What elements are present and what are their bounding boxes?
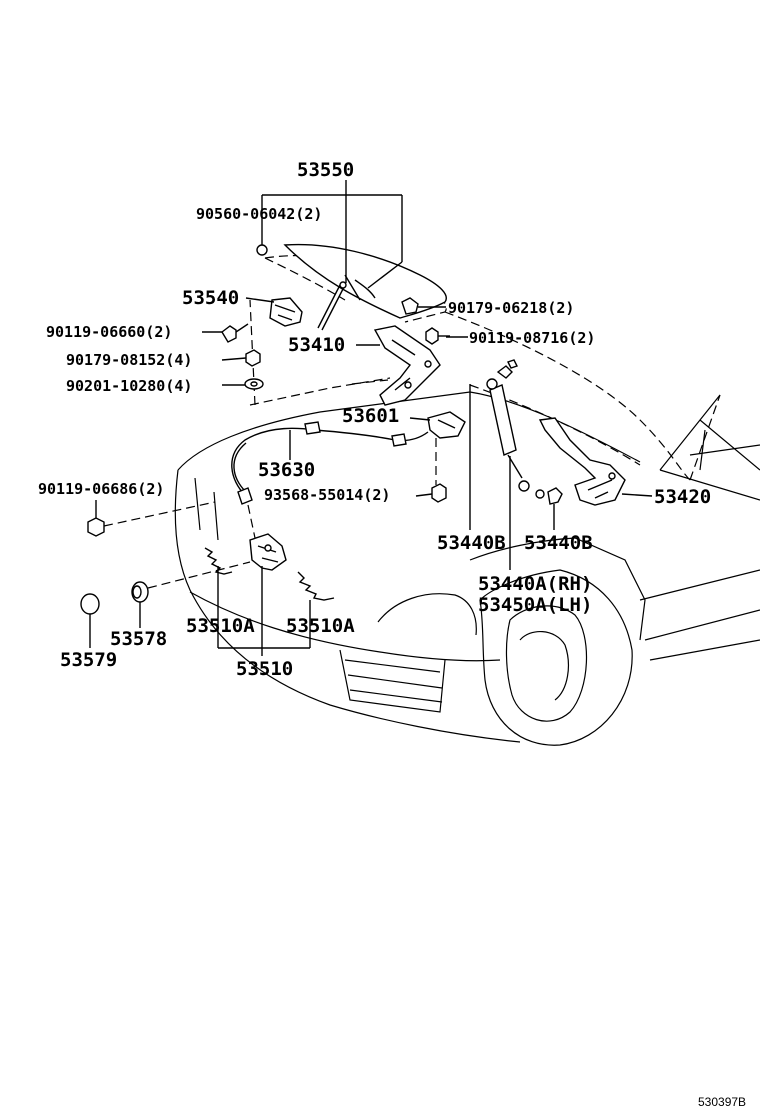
latch-53510 <box>249 533 287 571</box>
label-90119-06660: 90119-06660(2) <box>46 323 172 341</box>
bolt-90119-06686 <box>87 501 216 537</box>
label-53510a-right: 53510A <box>286 615 355 637</box>
label-53440b-right: 53440B <box>524 532 593 554</box>
label-53630: 53630 <box>258 459 315 481</box>
lock-53601 <box>427 411 466 439</box>
nut-90179-08152 <box>245 349 261 367</box>
label-90119-06686: 90119-06686(2) <box>38 480 164 498</box>
bolt-90119-06660 <box>221 323 249 343</box>
ball-stud-53440b-right <box>547 487 563 505</box>
hinge-53410 <box>373 325 441 406</box>
label-90179-06218: 90179-06218(2) <box>448 299 574 317</box>
clip-90179-06218 <box>401 297 419 315</box>
label-90179-08152: 90179-08152(4) <box>66 351 192 369</box>
hood-outline <box>249 254 721 481</box>
label-53450a-lh: 53450A(LH) <box>478 594 592 616</box>
label-90560-06042: 90560-06042(2) <box>196 205 322 223</box>
label-53578: 53578 <box>110 628 167 650</box>
cushion-53578 <box>131 581 149 603</box>
cable-53630 <box>231 421 429 505</box>
bracket-53540 <box>269 297 303 327</box>
label-90201-10280: 90201-10280(4) <box>66 377 192 395</box>
latch-leader <box>247 504 256 539</box>
label-53601: 53601 <box>342 405 399 427</box>
label-53550: 53550 <box>297 159 354 181</box>
clip-90560 <box>256 244 268 256</box>
label-53440a-rh: 53440A(RH) <box>478 573 592 595</box>
label-53420: 53420 <box>654 486 711 508</box>
label-90119-08716: 90119-08716(2) <box>469 329 595 347</box>
hood-support-strut <box>486 359 530 492</box>
cushion-leader <box>147 561 251 589</box>
car-body-outline <box>174 391 760 746</box>
part-labels: 53550 90560-06042(2) 53540 90179-06218(2… <box>38 159 711 680</box>
spring-53510a-right <box>297 571 335 601</box>
label-53540: 53540 <box>182 287 239 309</box>
label-53410: 53410 <box>288 334 345 356</box>
label-53510a-left: 53510A <box>186 615 255 637</box>
label-53510: 53510 <box>236 658 293 680</box>
leader-lines <box>89 180 653 656</box>
label-53579: 53579 <box>60 649 117 671</box>
label-53440b-left: 53440B <box>437 532 506 554</box>
washer-90201 <box>244 378 264 390</box>
ball-stud-53440b-left <box>535 489 545 499</box>
diagram-code: 530397B <box>698 1095 746 1109</box>
spring-53510a-left <box>204 547 233 575</box>
bolt-90119-08716 <box>425 327 450 345</box>
bolt-93568 <box>431 483 447 503</box>
hinge-53420 <box>538 417 626 506</box>
label-93568-55014: 93568-55014(2) <box>264 486 390 504</box>
hood-support-rod <box>317 281 347 331</box>
cushion-53579 <box>80 593 100 615</box>
